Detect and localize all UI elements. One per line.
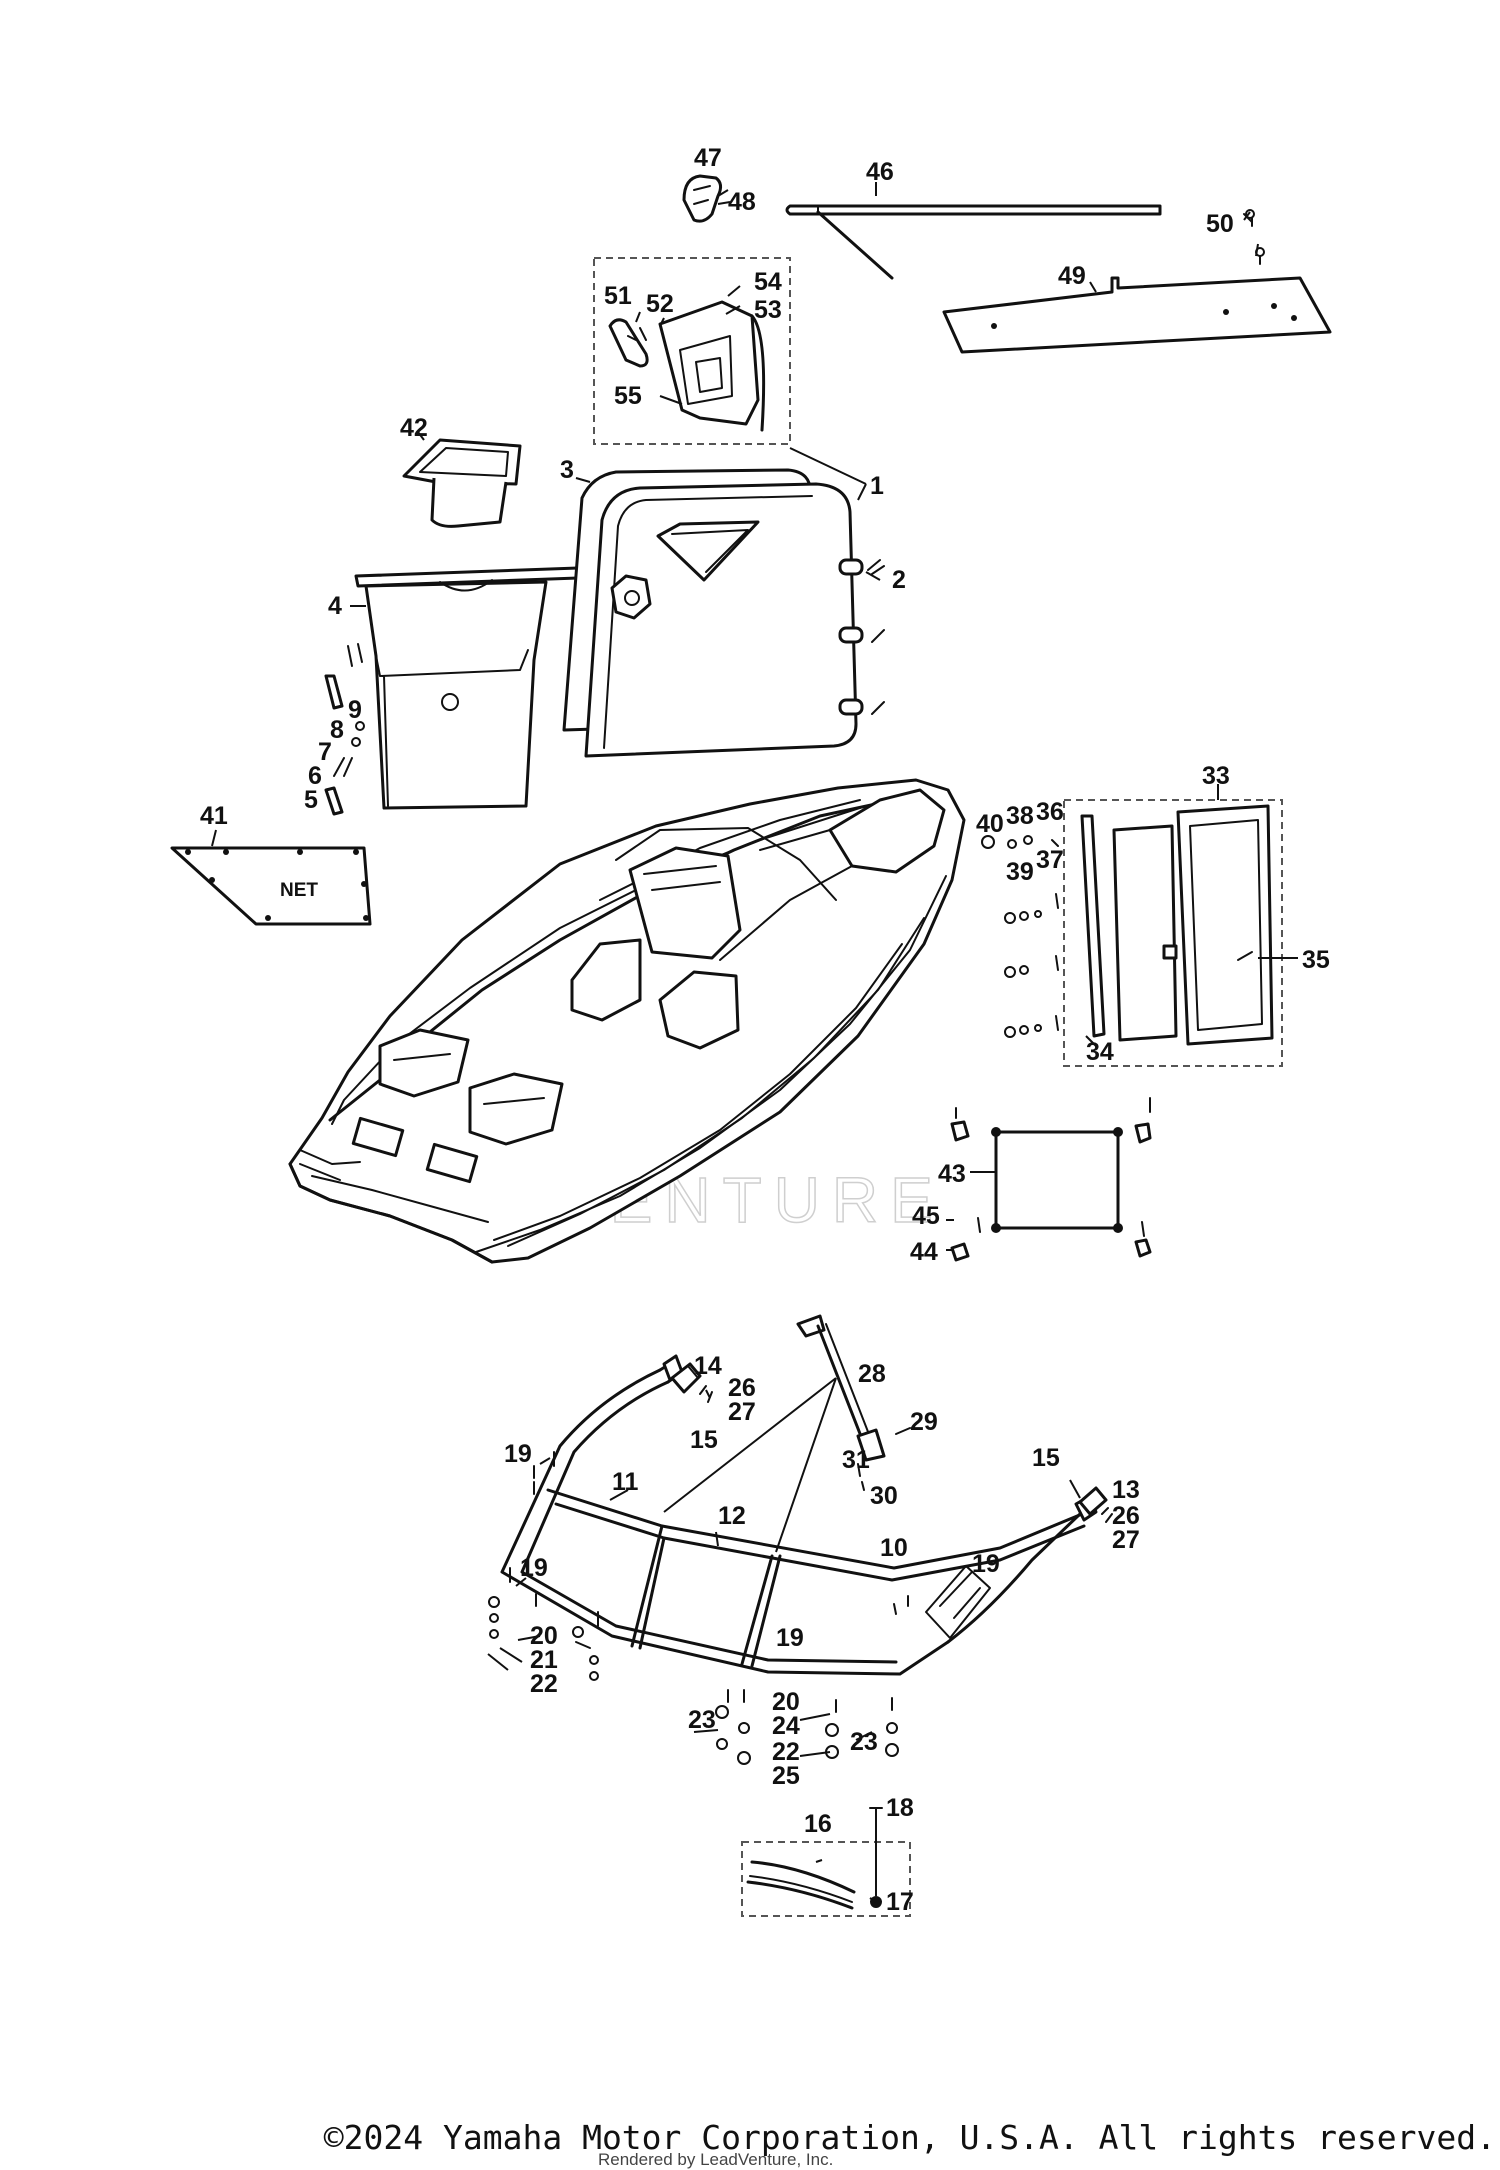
callout-1: 1 [870,472,884,500]
callout-36: 36 [1036,798,1064,826]
callout-11: 11 [612,1468,639,1496]
callout-46: 46 [866,158,894,186]
hatch-fasteners-36-40 [981,835,1059,1038]
bin-fasteners-5-9 [324,643,365,816]
callout-16: 16 [804,1810,832,1838]
callout-41: 41 [200,802,228,830]
callout-47: 47 [694,144,722,172]
rendered-by-notice: Rendered by LeadVenture, Inc. [598,2150,834,2169]
callout-27a: 27 [728,1398,756,1426]
callout-17: 17 [886,1888,914,1916]
callout-29: 29 [910,1408,938,1436]
callout-19b: 19 [520,1554,548,1582]
trim-strip-part-16 [746,1860,856,1910]
hatch-assembly-box [1063,799,1283,1067]
callout-8: 8 [330,716,344,744]
callout-48: 48 [728,188,756,216]
frame-fasteners-19-27 [488,1451,909,1765]
callout-7: 7 [318,738,332,766]
callout-5: 5 [304,786,318,814]
trim-strip-box [741,1841,911,1917]
callout-23a: 23 [688,1706,716,1734]
latch-assembly [608,300,766,432]
callout-18: 18 [886,1794,914,1822]
latch-assembly-box [593,257,791,445]
pull-rod-46 [785,204,1162,280]
callout-39: 39 [1006,858,1034,886]
leader-lines [211,182,1298,1903]
callout-52: 52 [646,290,674,318]
callout-35: 35 [1302,946,1330,974]
callout-34: 34 [1086,1038,1114,1066]
net-label: NET [280,880,318,901]
callout-22a: 22 [530,1670,558,1698]
panel-clips-44-45 [950,1097,1152,1262]
callout-10: 10 [880,1534,908,1562]
callout-45: 45 [912,1202,940,1230]
callout-19a: 19 [504,1440,532,1468]
callout-49: 49 [1058,262,1086,290]
callout-2: 2 [892,566,906,594]
callout-40: 40 [976,810,1004,838]
bracket-part-49 [942,276,1332,354]
callout-27b: 27 [1112,1526,1140,1554]
boat-hull [288,778,966,1264]
callout-numbers: 1 2 3 4 5 6 7 8 9 10 11 12 13 14 15 15 1… [200,144,1330,1916]
callout-54: 54 [754,268,782,296]
callout-9: 9 [348,696,362,724]
callout-37: 37 [1036,846,1064,874]
callout-20b: 20 [772,1688,800,1716]
support-arm-28-31 [796,1314,911,1491]
windshield-frame [500,1368,1086,1676]
handle-part-47 [682,174,723,223]
callout-44: 44 [910,1238,938,1266]
callout-43: 43 [938,1160,966,1188]
door-hinges-part-2 [838,558,885,716]
callout-31: 31 [842,1446,870,1474]
cabin-door-part-1 [584,482,858,758]
callout-30: 30 [870,1482,898,1510]
callout-13: 13 [1112,1476,1140,1504]
callout-15b: 15 [1032,1444,1060,1472]
panel-part-43 [991,1127,1123,1233]
callout-20a: 20 [530,1622,558,1650]
callout-28: 28 [858,1360,886,1388]
trim-cap-part-17 [869,1807,883,1908]
callout-21: 21 [530,1646,558,1674]
callout-6: 6 [308,762,322,790]
net-part-41: NET [170,846,372,926]
callout-51: 51 [604,282,632,310]
callout-42: 42 [400,414,428,442]
callout-3: 3 [560,456,574,484]
callout-26b: 26 [1112,1502,1140,1530]
callout-53: 53 [754,296,782,324]
callout-55: 55 [614,382,642,410]
callout-12: 12 [718,1502,746,1530]
callout-23b: 23 [850,1728,878,1756]
callout-19d: 19 [972,1550,1000,1578]
callout-25: 25 [772,1762,800,1790]
callout-26a: 26 [728,1374,756,1402]
callout-33: 33 [1202,762,1230,790]
callout-15a: 15 [690,1426,718,1454]
callout-4: 4 [328,592,342,620]
callout-50: 50 [1206,210,1234,238]
cup-holder-part-42 [402,438,522,528]
copyright-notice: ©2024 Yamaha Motor Corporation, U.S.A. A… [323,2118,1496,2157]
callout-38: 38 [1006,802,1034,830]
callout-24: 24 [772,1712,800,1740]
callout-22b: 22 [772,1738,800,1766]
hatch-assembly [1080,804,1274,1046]
callout-19c: 19 [776,1624,804,1652]
screw-part-50 [1243,209,1265,265]
storage-bin-part-4 [354,566,580,810]
callout-14: 14 [694,1352,722,1380]
